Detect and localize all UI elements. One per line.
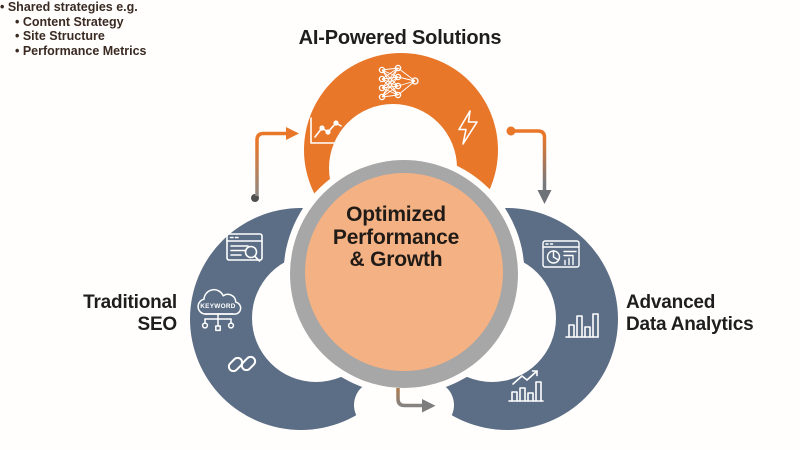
link-chain-icon [227, 355, 257, 373]
center-halo [283, 153, 525, 395]
neural-network-icon [378, 64, 419, 101]
line-chart-icon [310, 117, 342, 144]
top-lobe-label: AI-Powered Solutions [298, 27, 502, 49]
center-heading-line2: Performance [332, 225, 460, 249]
right-lobe-label: Advanced Data Analytics [626, 292, 754, 335]
keyword-cloud-icon: KEYWORD [197, 288, 242, 332]
arrow-top-to-right [506, 126, 552, 204]
left-label-line1: Traditional [83, 292, 177, 313]
arrow-left-to-top [251, 127, 299, 202]
bullet-performance-metrics: • Performance Metrics [15, 43, 147, 58]
center-heading-line1: Optimized [346, 203, 446, 226]
bullet-shared-strategies: • Shared strategies e.g. [0, 0, 138, 14]
analytics-dashboard-icon [542, 240, 580, 268]
keyword-cloud-label: KEYWORD [200, 303, 236, 310]
right-label-line2: Data Analytics [626, 313, 754, 335]
bullet-site-structure: • Site Structure [15, 29, 105, 44]
search-results-page-icon [226, 233, 263, 262]
left-lobe-label: Traditional SEO [83, 292, 177, 335]
center-disc [305, 173, 503, 371]
bar-chart-icon [565, 313, 599, 338]
lightning-bolt-icon [458, 110, 478, 145]
arrow-bottom [396, 388, 436, 413]
center-bullet-list: • Shared strategies e.g. • Content Strat… [0, 0, 170, 58]
center-heading-line3: & Growth [349, 248, 443, 271]
bullet-content-strategy: • Content Strategy [15, 14, 124, 29]
center-heading: Optimized Performance & Growth [296, 203, 496, 272]
right-label-line1: Advanced [626, 292, 716, 313]
growth-chart-icon [508, 370, 544, 402]
left-label-line2: SEO [137, 313, 177, 335]
